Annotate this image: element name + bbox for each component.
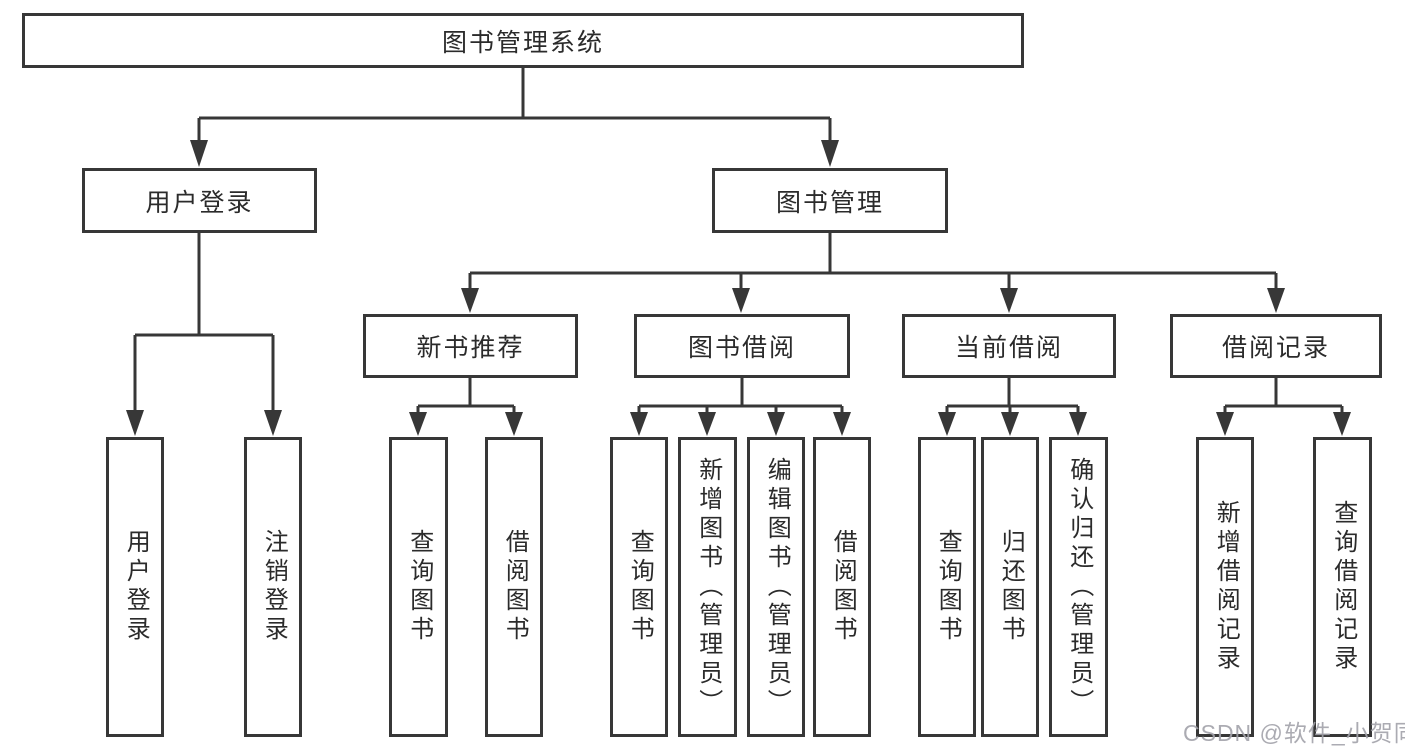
node-label: 查询图书 (626, 529, 654, 645)
arrowhead (126, 410, 144, 436)
connector-book-borrow-to-children (630, 378, 851, 436)
node-label: 新增图书（管理员） (694, 456, 722, 718)
leaf-add-borrow-record: 新增借阅记录 (1196, 437, 1254, 737)
connector-borrow-records-to-children (1216, 378, 1351, 436)
node-book-borrow: 图书借阅 (634, 314, 850, 378)
arrowhead (1001, 412, 1019, 436)
arrowhead (630, 412, 648, 436)
leaf-confirm-return-admin: 确认归还（管理员） (1049, 437, 1108, 737)
leaf-return-books: 归还图书 (981, 437, 1039, 737)
arrowhead (1069, 412, 1087, 436)
node-label: 图书管理系统 (441, 28, 604, 57)
node-borrow-records: 借阅记录 (1170, 314, 1382, 378)
node-label: 注销登录 (260, 529, 288, 645)
node-current-borrow: 当前借阅 (902, 314, 1116, 378)
node-label: 用户登录 (122, 529, 150, 645)
arrowhead (821, 140, 839, 167)
connector-current-borrow-to-children (938, 378, 1087, 436)
connector-book-mgmt-to-level3 (461, 233, 1285, 313)
node-label: 编辑图书（管理员） (763, 456, 791, 718)
arrowhead (409, 412, 427, 436)
leaf-borrow-books-recommend: 借阅图书 (485, 437, 543, 737)
node-label: 查询借阅记录 (1329, 500, 1357, 674)
node-label: 查询图书 (934, 529, 962, 645)
leaf-user-login: 用户登录 (106, 437, 164, 737)
arrowhead (938, 412, 956, 436)
watermark: CSDN @软件_小贺同学 (1183, 720, 1405, 746)
connector-user-login-to-children (126, 233, 282, 436)
node-label: 归还图书 (997, 529, 1025, 645)
node-book-management: 图书管理 (712, 168, 948, 233)
node-label: 借阅图书 (829, 529, 857, 645)
node-label: 查询图书 (405, 529, 433, 645)
arrowhead (732, 288, 750, 313)
leaf-query-books-borrow: 查询图书 (610, 437, 668, 737)
arrowhead (190, 140, 208, 167)
arrowhead (264, 410, 282, 436)
arrowhead (767, 412, 785, 436)
node-label: 确认归还（管理员） (1065, 456, 1093, 718)
node-label: 新增借阅记录 (1212, 500, 1240, 674)
connector-root-to-level2 (190, 68, 839, 167)
arrowhead (1000, 288, 1018, 313)
connector-new-book-rec-to-children (409, 378, 523, 436)
node-label: 新书推荐 (416, 334, 525, 362)
arrowhead (461, 288, 479, 313)
arrowhead (698, 412, 716, 436)
leaf-edit-book-admin: 编辑图书（管理员） (747, 437, 805, 737)
node-user-login: 用户登录 (82, 168, 317, 233)
leaf-query-borrow-record: 查询借阅记录 (1313, 437, 1372, 737)
leaf-query-books-recommend: 查询图书 (389, 437, 448, 737)
node-new-book-recommend: 新书推荐 (363, 314, 578, 378)
node-label: 图书管理 (775, 188, 884, 217)
node-label: 借阅记录 (1221, 334, 1330, 362)
node-label: 图书借阅 (687, 334, 796, 362)
leaf-add-book-admin: 新增图书（管理员） (678, 437, 737, 737)
arrowhead (505, 412, 523, 436)
leaf-borrow-books: 借阅图书 (813, 437, 871, 737)
leaf-query-books-current: 查询图书 (918, 437, 976, 737)
arrowhead (1216, 412, 1234, 436)
node-label: 借阅图书 (501, 529, 529, 645)
node-root-system: 图书管理系统 (22, 13, 1024, 68)
arrowhead (833, 412, 851, 436)
node-label: 用户登录 (145, 188, 254, 217)
arrowhead (1267, 288, 1285, 313)
leaf-logout: 注销登录 (244, 437, 302, 737)
node-label: 当前借阅 (954, 334, 1063, 362)
arrowhead (1333, 412, 1351, 436)
